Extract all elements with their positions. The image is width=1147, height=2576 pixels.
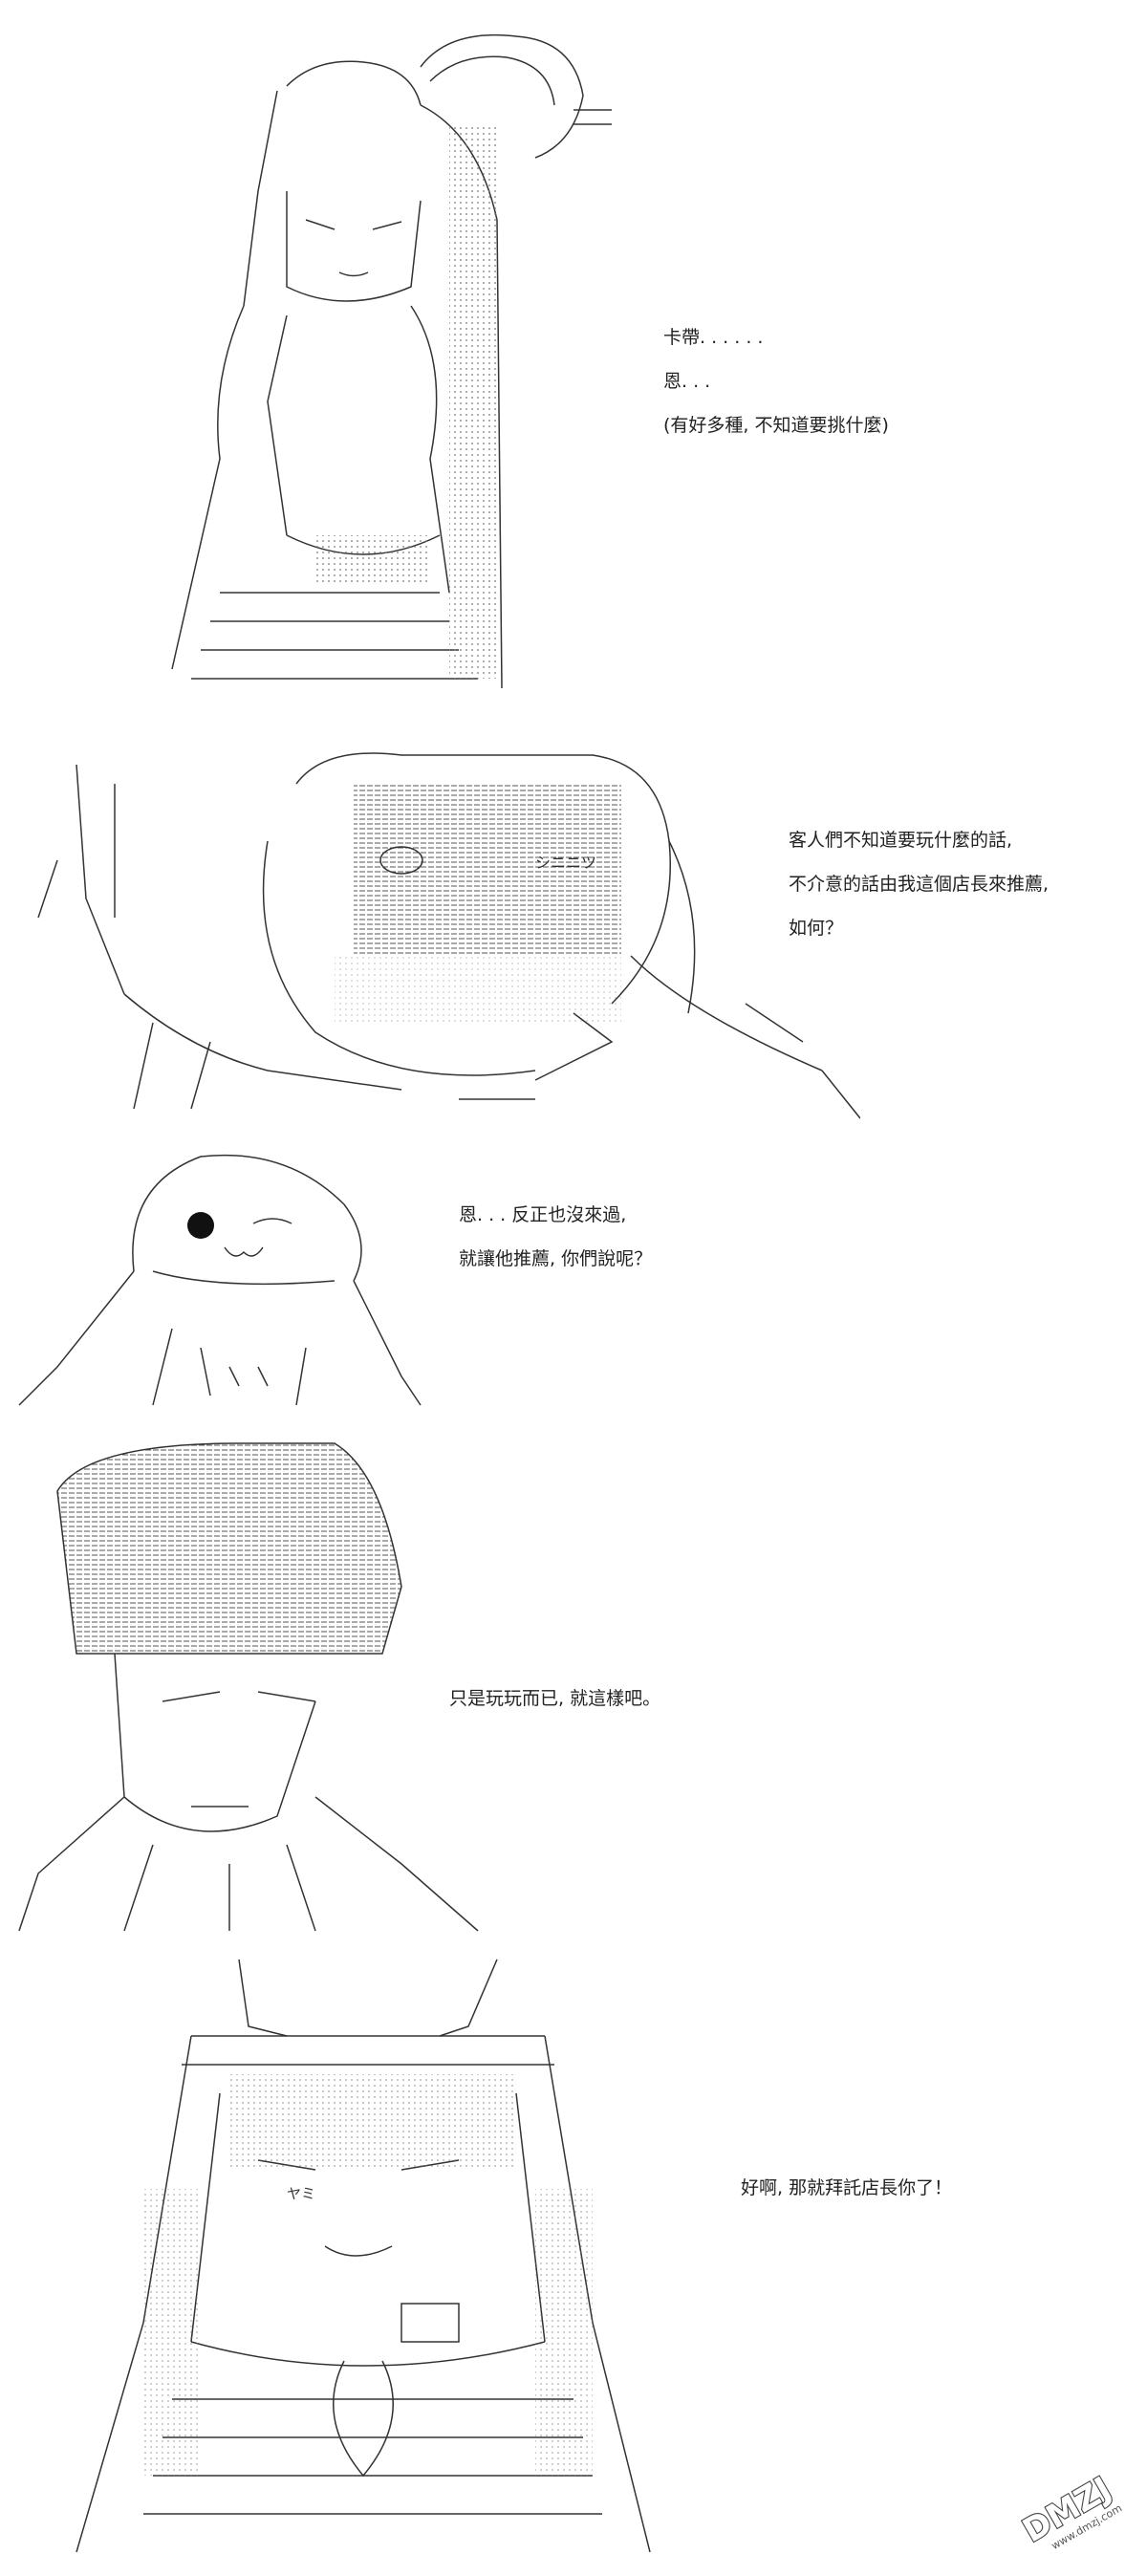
panel-5: ヤミ 好啊, 那就拜託店長你了！ — [0, 1940, 1147, 2576]
dialogue-box-5: 好啊, 那就拜託店長你了！ — [741, 2166, 952, 2210]
dialogue-line: 卡帶. . . . . . — [663, 327, 764, 348]
ascii-art-character-4 — [18, 1442, 479, 1932]
watermark-logo: DMZJ www.dmzj.com — [1015, 2469, 1124, 2552]
dialogue-line: 只是玩玩而已, 就這樣吧。 — [449, 1688, 661, 1709]
panel-4: 只是玩玩而已, 就這樣吧。 — [0, 1415, 1147, 1940]
dialogue-line: 好啊, 那就拜託店長你了！ — [741, 2177, 953, 2198]
dialogue-box-2: 客人們不知道要玩什麼的話, 不介意的話由我這個店長來推薦, 如何？ — [789, 818, 1049, 950]
dialogue-line: 如何？ — [789, 918, 844, 939]
dialogue-line: 不介意的話由我這個店長來推薦, — [789, 874, 1050, 895]
panel-3: 恩. . . 反正也沒來過, 就讓他推薦, 你們說呢？ — [0, 1128, 1147, 1415]
ascii-art-character-5: ヤミ — [76, 1959, 651, 2553]
ascii-art-character-1 — [171, 33, 612, 689]
dialogue-box-4: 只是玩玩而已, 就這樣吧。 — [449, 1677, 660, 1721]
panel-2: シニニツ 客人們不知道要玩什麼的話, 不介意的話由我這個店長來推薦, 如何？ — [0, 726, 1147, 1128]
ascii-art-character-2: シニニツ — [37, 752, 860, 1119]
art-text: ヤミ — [287, 2185, 315, 2202]
dialogue-box-1: 卡帶. . . . . . 恩. . . (有好多種, 不知道要挑什麼) — [663, 315, 889, 447]
dialogue-box-3: 恩. . . 反正也沒來過, 就讓他推薦, 你們說呢？ — [459, 1193, 652, 1281]
panel-1: 卡帶. . . . . . 恩. . . (有好多種, 不知道要挑什麼) — [0, 0, 1147, 726]
site-watermark: DMZJ www.dmzj.com — [1013, 2447, 1137, 2562]
ascii-art-character-3 — [18, 1154, 422, 1406]
dialogue-line: 恩. . . — [663, 371, 711, 392]
dialogue-line: 客人們不知道要玩什麼的話, — [789, 830, 1013, 851]
dialogue-line: 就讓他推薦, 你們說呢？ — [459, 1248, 653, 1269]
dialogue-line: (有好多種, 不知道要挑什麼) — [663, 415, 889, 436]
art-text: シニニツ — [535, 854, 596, 872]
dialogue-line: 恩. . . 反正也沒來過, — [459, 1204, 627, 1225]
